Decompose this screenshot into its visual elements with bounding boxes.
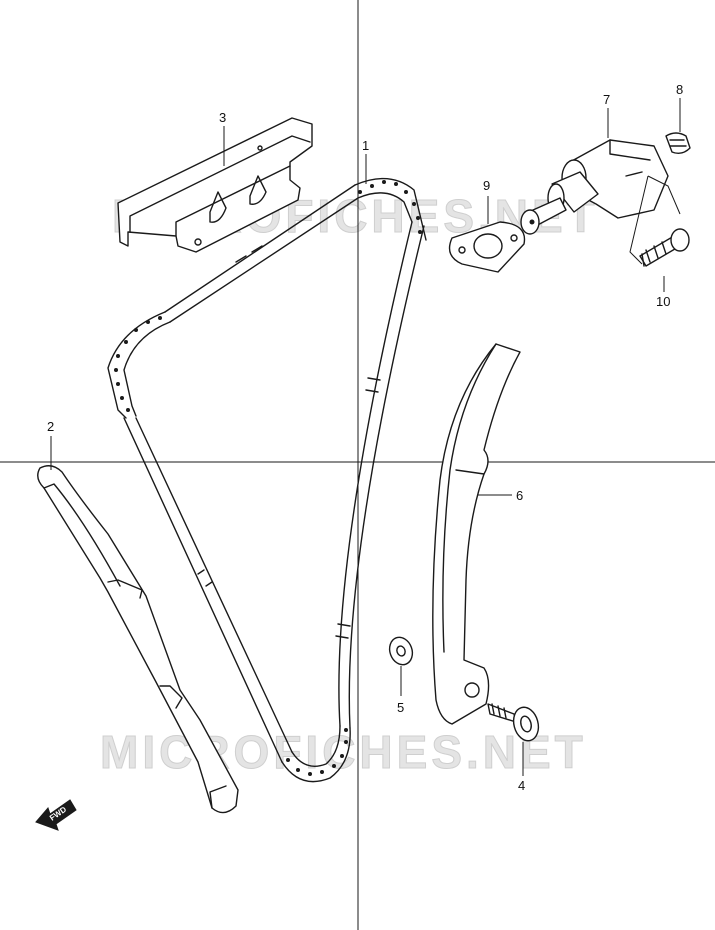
callout-7: 7 (603, 92, 610, 107)
callout-1: 1 (362, 138, 369, 153)
part-4-bolt (487, 703, 540, 742)
callout-8: 8 (676, 82, 683, 97)
part-9-gasket (448, 221, 526, 273)
watermark-bottom: MICROFICHES.NET (100, 726, 587, 778)
callout-4: 4 (518, 778, 525, 793)
callout-2: 2 (47, 419, 54, 434)
callout-5: 5 (397, 700, 404, 715)
callout-10: 10 (656, 294, 670, 309)
part-5-washer (388, 636, 414, 666)
part-3-chain-guide-upper (117, 117, 313, 253)
callout-6: 6 (516, 488, 523, 503)
callout-3: 3 (219, 110, 226, 125)
part-1-timing-chain (107, 177, 427, 783)
part-10-bolt (639, 228, 690, 267)
part-2-chain-guide-left (37, 465, 239, 814)
callout-9: 9 (483, 178, 490, 193)
leader-lines (50, 98, 681, 776)
fwd-arrow-icon: FWD (35, 799, 77, 831)
part-6-chain-guide-right (432, 343, 521, 725)
part-8-cap-bolt (665, 132, 691, 155)
part-7-tensioner (520, 139, 669, 235)
